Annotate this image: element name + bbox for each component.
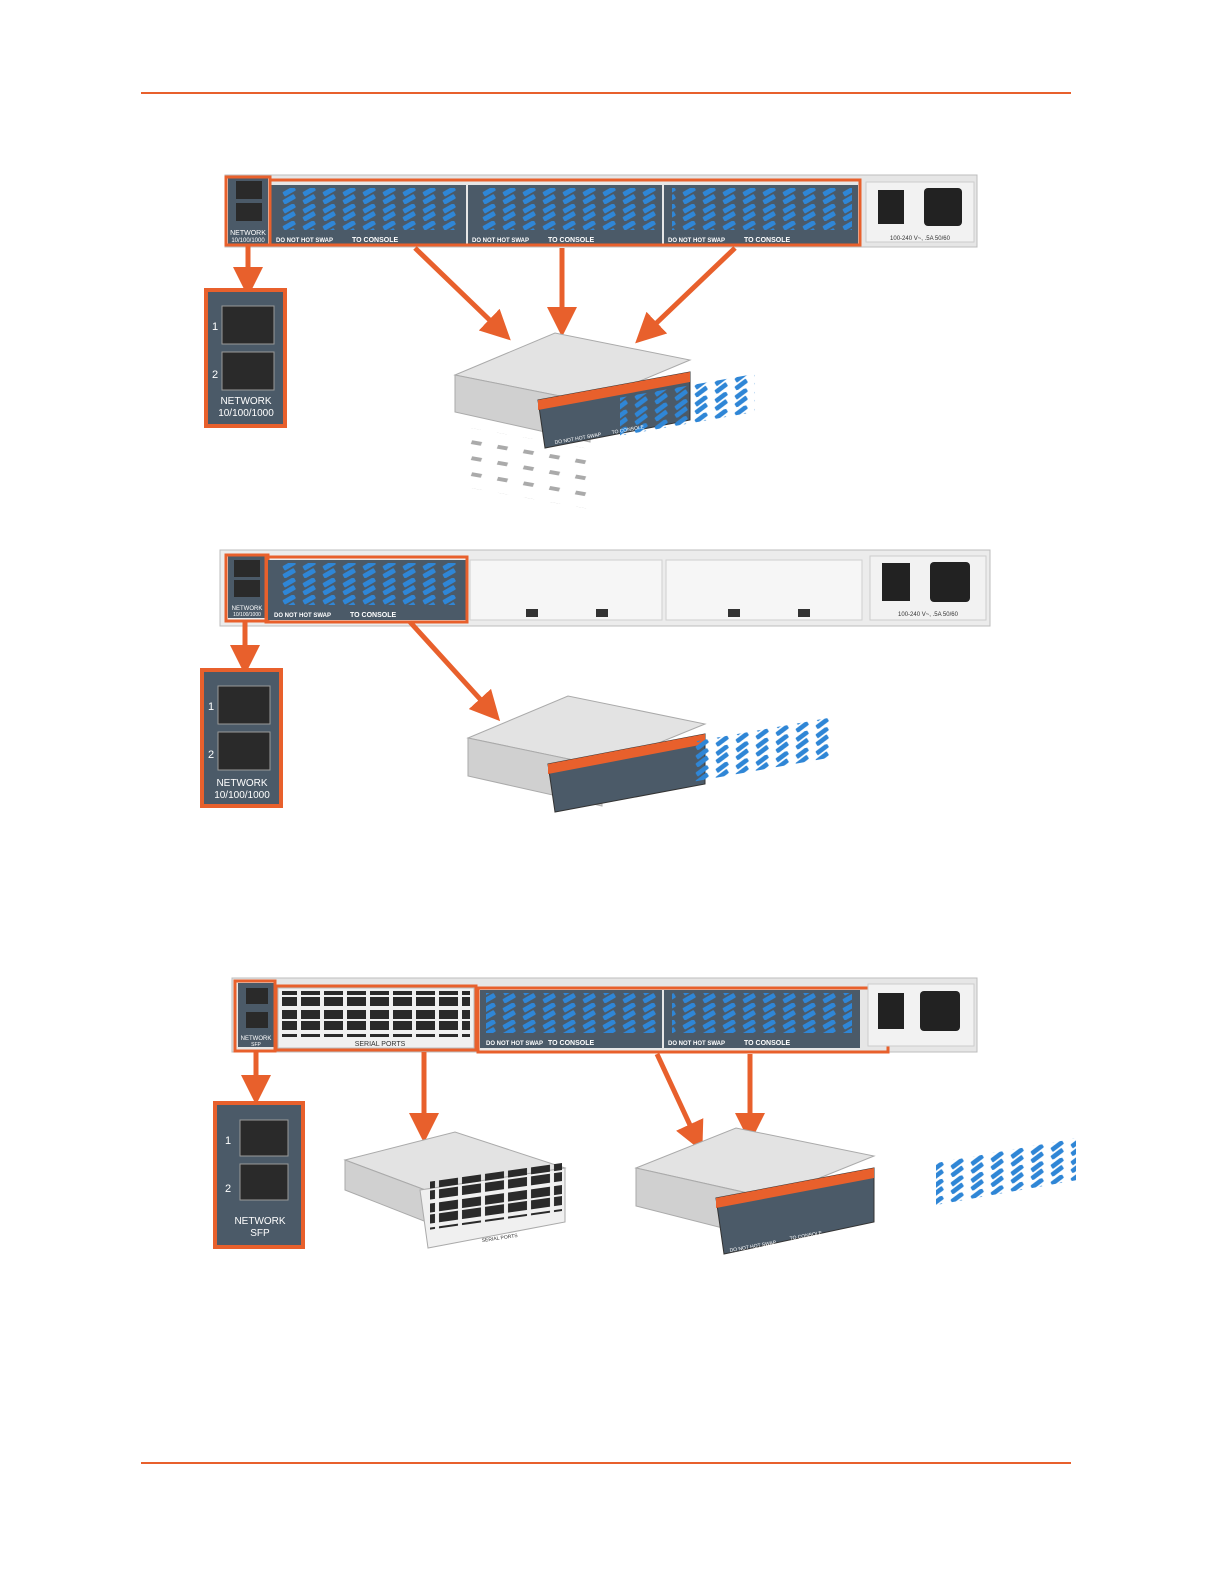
callout-port-1-number: 1: [225, 1135, 231, 1147]
callout-port-1: [217, 685, 271, 725]
serial-module-image: DO NOT HOT SWAP TO CONSOLE: [453, 332, 755, 510]
callout-label: NETWORK: [216, 778, 267, 789]
console-label: TO CONSOLE: [352, 237, 398, 244]
power-switch: [878, 993, 904, 1029]
callout-port-2-number: 2: [212, 369, 218, 381]
warning-label: DO NOT HOT SWAP: [486, 1041, 543, 1047]
callout-label: NETWORK: [220, 396, 271, 407]
power-rating: 100-240 V~, .5A 50/60: [890, 236, 951, 242]
sfp-port-1: [246, 988, 268, 1004]
callout-port-2: [221, 351, 275, 391]
serial-ports-label: SERIAL PORTS: [355, 1041, 406, 1048]
warning-label: DO NOT HOT SWAP: [668, 238, 725, 244]
callout-port-2-number: 2: [208, 749, 214, 761]
callout-port-1: [221, 305, 275, 345]
network-port-1: [236, 181, 262, 199]
rj45-module-image: SERIAL PORTS: [343, 1131, 567, 1249]
empty-slot-2: [469, 559, 663, 621]
figure-2: NETWORK 10/100/1000 DO NOT HOT SWAP TO C…: [200, 549, 991, 830]
serial-highlight-box: [274, 984, 478, 1052]
module-highlight-box: [264, 555, 469, 624]
network-port-2: [234, 580, 260, 597]
module-console-label: TO CONSOLE: [611, 424, 645, 436]
empty-slot-3: [665, 559, 863, 621]
callout-port-1-number: 1: [208, 701, 214, 713]
callout-speed: 10/100/1000: [214, 790, 270, 801]
serial-module-image: DO NOT HOT SWAP TO CONSOLE: [466, 695, 831, 830]
callout-label: NETWORK: [234, 1216, 285, 1227]
network-port-2: [236, 203, 262, 221]
warning-label: DO NOT HOT SWAP: [668, 1041, 725, 1047]
callout-sfp-1: [239, 1119, 289, 1157]
callout-port-1-number: 1: [212, 321, 218, 333]
network-small-label: NETWORK: [232, 606, 263, 612]
warning-label: DO NOT HOT SWAP: [276, 238, 333, 244]
callout-speed: 10/100/1000: [218, 408, 274, 419]
module-warning-label: DO NOT HOT SWAP: [561, 816, 609, 830]
figure-1: NETWORK 10/100/1000 DO NOT HOT SWAP TO C…: [204, 174, 978, 510]
power-inlet: [920, 991, 960, 1031]
serial-module-image: DO NOT HOT SWAP TO CONSOLE: [634, 1127, 1076, 1255]
network-small-label: NETWORK: [241, 1036, 272, 1042]
modules-highlight-box: [268, 178, 862, 247]
power-rating: 100-240 V~, .5A 50/60: [898, 612, 959, 618]
callout-sfp-2: [239, 1163, 289, 1201]
figure-3: NETWORK SFP SERIAL PORTS DO NOT HOT SWAP…: [213, 977, 1076, 1255]
warning-label: DO NOT HOT SWAP: [472, 238, 529, 244]
arrow: [635, 246, 737, 344]
sfp-port-2: [246, 1012, 268, 1028]
callout-speed: SFP: [250, 1228, 270, 1239]
console-label: TO CONSOLE: [744, 1040, 790, 1047]
power-switch: [878, 190, 904, 224]
power-inlet: [924, 188, 962, 226]
network-port-1: [234, 560, 260, 577]
console-label: TO CONSOLE: [744, 237, 790, 244]
network-small-speed: 10/100/1000: [231, 238, 265, 244]
arrow: [408, 620, 501, 722]
arrow: [413, 246, 511, 341]
power-switch: [882, 563, 910, 601]
footer-rule: [141, 1462, 1071, 1464]
module-console-label: TO CONSOLE: [619, 808, 653, 820]
network-small-speed: 10/100/1000: [233, 612, 261, 618]
console-label: TO CONSOLE: [548, 1040, 594, 1047]
console-label: TO CONSOLE: [350, 612, 396, 619]
network-small-speed: SFP: [251, 1042, 261, 1048]
network-small-label: NETWORK: [230, 230, 266, 237]
callout-port-2: [217, 731, 271, 771]
arrow: [654, 1052, 704, 1152]
header-rule: [141, 92, 1071, 94]
module-serial-label: SERIAL PORTS: [481, 1233, 518, 1244]
power-inlet: [930, 562, 970, 602]
warning-label: DO NOT HOT SWAP: [274, 613, 331, 619]
module-console-label: TO CONSOLE: [789, 1230, 823, 1242]
callout-port-2-number: 2: [225, 1183, 231, 1195]
console-label: TO CONSOLE: [548, 237, 594, 244]
